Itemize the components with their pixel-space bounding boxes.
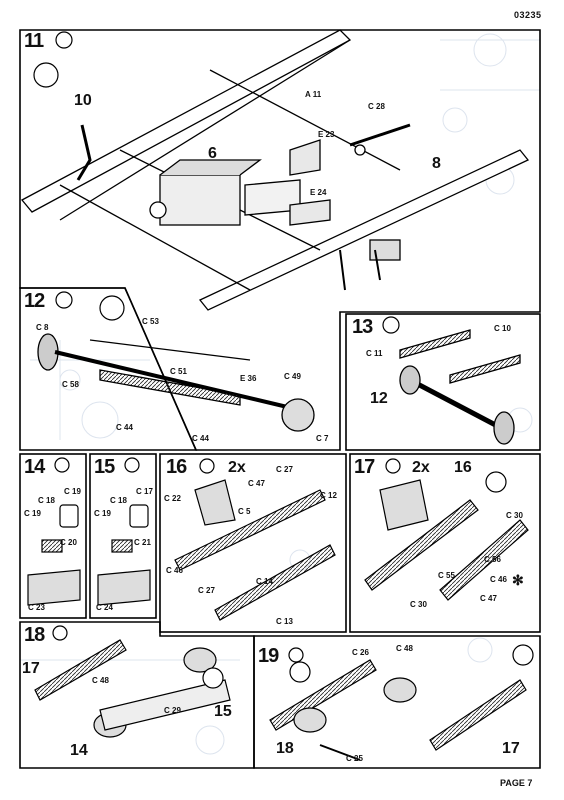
step14-frame xyxy=(19,453,87,619)
callout-C24: C 24 xyxy=(96,603,113,612)
callout-C23: C 23 xyxy=(28,603,45,612)
step-18-number: 18 xyxy=(24,624,45,646)
callout-C13: C 13 xyxy=(276,617,293,626)
callout-18: 18 xyxy=(276,740,294,757)
chassis-frame-drawing xyxy=(20,29,530,311)
callout-C44-left: C 44 xyxy=(116,423,133,432)
suspension-assembly-drawings xyxy=(34,639,527,761)
step-16-number: 16 xyxy=(166,456,187,478)
glue-icons xyxy=(52,31,401,663)
callout-C18: C 18 xyxy=(38,496,55,505)
callout-C20: C 20 xyxy=(60,538,77,547)
callout-C25: C 25 xyxy=(346,754,363,763)
callout-15: 15 xyxy=(214,703,232,720)
callout-C44-right: C 44 xyxy=(192,434,209,443)
step11-frame xyxy=(19,29,541,451)
callout-C55: C 55 xyxy=(438,571,455,580)
leaf-spring-drawings xyxy=(174,479,529,621)
step-15-number: 15 xyxy=(94,456,115,478)
callout-C12: C 12 xyxy=(320,491,337,500)
step19-frame xyxy=(253,635,541,769)
step-12-number: 12 xyxy=(24,290,45,312)
callout-C51: C 51 xyxy=(170,367,187,376)
callout-17: 17 xyxy=(22,660,40,677)
page-number: PAGE 7 xyxy=(500,778,533,788)
callout-14: 14 xyxy=(70,742,88,759)
callout-C26: C 26 xyxy=(352,648,369,657)
callout-16: 16 xyxy=(454,459,472,476)
callout-C18: C 18 xyxy=(110,496,127,505)
step-17-number: 17 xyxy=(354,456,375,478)
callout-C58: C 58 xyxy=(62,380,79,389)
callout-E24: E 24 xyxy=(310,188,327,197)
step-17-multiplier: 2x xyxy=(412,459,430,476)
callout-C29: C 29 xyxy=(164,706,181,715)
callout-A11: A 11 xyxy=(305,90,322,99)
callout-C30-bottom: C 30 xyxy=(410,600,427,609)
front-axle-drawing xyxy=(37,333,315,432)
callout-C49: C 49 xyxy=(284,372,301,381)
callout-C46: C 46 xyxy=(490,575,507,584)
callout-8: 8 xyxy=(432,155,441,172)
callout-C19-left: C 19 xyxy=(24,509,41,518)
callout-C47: C 47 xyxy=(248,479,265,488)
callout-C28: C 28 xyxy=(368,102,385,111)
step-16-multiplier: 2x xyxy=(228,459,246,476)
callout-10: 10 xyxy=(74,92,92,109)
rear-axle-drawing xyxy=(399,329,521,445)
callout-C11: C 11 xyxy=(366,349,383,358)
step12-frame xyxy=(19,287,198,451)
callout-E23: E 23 xyxy=(318,130,335,139)
callout-C21: C 21 xyxy=(134,538,151,547)
callout-C19: C 19 xyxy=(94,509,111,518)
callout-6: 6 xyxy=(208,145,217,162)
step-19-number: 19 xyxy=(258,645,279,667)
step-11-number: 11 xyxy=(24,30,44,52)
callout-C48: C 48 xyxy=(92,676,109,685)
callout-C5: C 5 xyxy=(238,507,251,516)
document-code: 03235 xyxy=(514,10,542,20)
background-sprue-pattern xyxy=(20,33,540,755)
callout-C46: C 46 xyxy=(166,566,183,575)
callout-C27-bottom: C 27 xyxy=(198,586,215,595)
step15-frame xyxy=(89,453,157,619)
callout-C30-right: C 30 xyxy=(506,511,523,520)
callout-17: 17 xyxy=(502,740,520,757)
callout-C19-top: C 19 xyxy=(64,487,81,496)
callout-C10: C 10 xyxy=(494,324,511,333)
callout-C7: C 7 xyxy=(316,434,329,443)
callout-C48: C 48 xyxy=(396,644,413,653)
asterisk-marker-icon: ✻ xyxy=(512,572,524,588)
callout-C8: C 8 xyxy=(36,323,49,332)
callout-C14: C 14 xyxy=(256,577,273,586)
callout-C56: C 56 xyxy=(484,555,501,564)
step-13-number: 13 xyxy=(352,316,373,338)
callout-E36: E 36 xyxy=(240,374,257,383)
step16-frame xyxy=(159,453,347,633)
callout-12: 12 xyxy=(370,390,388,407)
callout-C17: C 17 xyxy=(136,487,153,496)
callout-C53: C 53 xyxy=(142,317,159,326)
step17-frame xyxy=(349,453,541,633)
callout-C27-top: C 27 xyxy=(276,465,293,474)
axle-housing-drawings xyxy=(27,504,151,606)
clock-icons xyxy=(33,62,534,689)
step13-frame xyxy=(345,313,541,451)
callout-C22: C 22 xyxy=(164,494,181,503)
step-14-number: 14 xyxy=(24,456,45,478)
callout-C47: C 47 xyxy=(480,594,497,603)
